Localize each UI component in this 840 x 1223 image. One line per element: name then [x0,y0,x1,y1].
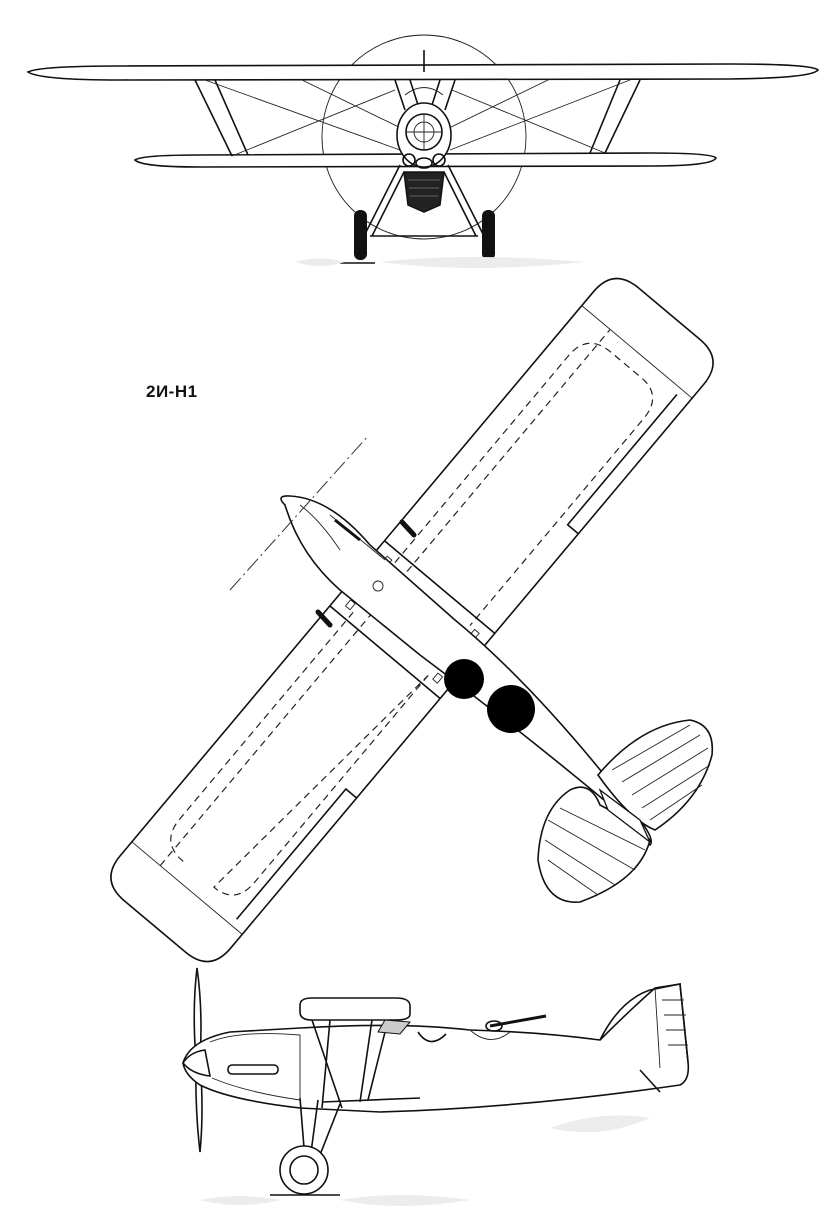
stabilizer-left [537,786,651,903]
propeller-axis [229,435,369,591]
radiator [403,171,445,213]
cowling-side [209,1033,301,1101]
rudder-ribs [654,987,688,1069]
lower-wing-outline [170,342,654,896]
roundel-2 [487,685,535,733]
exhaust-stubs [334,518,361,542]
propeller-disc [321,34,527,240]
lower-wing-side [321,1097,421,1103]
scan-smudge [295,257,585,268]
wheel-hub [289,1155,319,1185]
right-wheel-front [482,210,495,260]
cabane-fitting [432,672,444,684]
interplane-struts [194,79,641,157]
aircraft-designation: 2И-Н1 [146,382,198,401]
undercarriage-struts [361,164,487,241]
radiator-grille [408,179,440,197]
intake [415,157,433,169]
windshield [404,87,444,96]
roundel-1 [444,659,484,699]
cockpit [417,1031,447,1043]
struts-side [311,1019,389,1109]
windshield-side [377,1019,412,1035]
tail-skid [639,1069,661,1093]
scan-smudge-side [200,1115,650,1206]
wing-tip-lines [131,305,693,935]
exhaust-right [432,153,446,167]
plan-view [110,277,714,963]
fin-side [599,983,689,1063]
cabane-fitting [344,599,356,611]
cabane-struts [394,79,456,111]
bracing-wires [204,78,631,157]
ailerons [235,394,678,920]
wheel-side [279,1145,329,1195]
centre-section [329,540,496,700]
fin-plan [598,788,651,843]
spinner-side [182,1049,211,1077]
stabilizer-ribs-left [544,807,646,896]
side-view [182,967,690,1206]
headrest [469,1029,511,1040]
exhaust-side [227,1064,279,1075]
propeller-edge [406,114,442,150]
gun-side [489,1014,547,1028]
upper-wing-side [299,997,411,1021]
gun-mount [485,1020,503,1032]
guns [315,519,417,628]
exhaust-left [402,153,416,167]
upper-wing-front [26,63,820,81]
front-view [26,34,820,268]
left-wheel-front [354,210,367,260]
stabilizer-ribs [611,724,711,821]
fuel-cap [372,580,384,592]
